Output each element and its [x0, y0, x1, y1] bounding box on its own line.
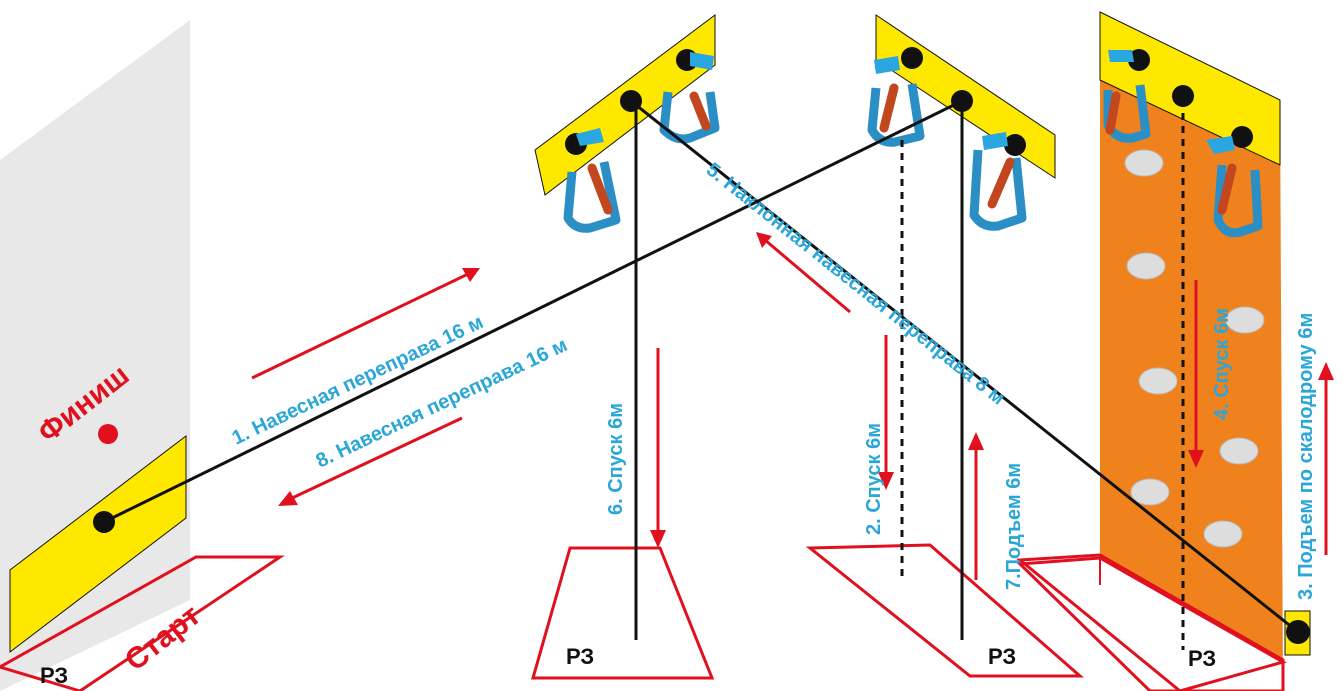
climbing-hold	[1130, 478, 1170, 506]
zone-label-6: РЗ	[566, 644, 594, 669]
zone-label-3-4: РЗ	[1188, 646, 1216, 671]
direction-arrows	[251, 232, 1334, 580]
stage-7-label: 7.Подъем 6м	[1003, 463, 1025, 590]
climbing-wall	[1100, 20, 1283, 691]
arrow-incline-traverse	[764, 238, 851, 314]
zone-2-7	[805, 543, 1084, 678]
arrow-traverse-return	[287, 416, 463, 502]
climbing-hold	[1225, 306, 1265, 334]
zone-3-4	[1016, 556, 1287, 691]
start-zone	[0, 555, 285, 691]
zone-6	[531, 546, 715, 680]
climbing-hold	[1138, 367, 1178, 395]
finish-marker-dot	[98, 424, 118, 444]
climbing-holds	[1124, 149, 1265, 548]
zone-label-2-7: РЗ	[988, 644, 1016, 669]
stage-4-label: 4. Спуск 6м	[1211, 308, 1233, 420]
carabiner-icon	[969, 149, 1027, 231]
bolt-icon	[1231, 126, 1253, 148]
sling-icon	[576, 128, 604, 146]
bolt-icon	[901, 47, 923, 69]
rope-traverse-16m	[103, 99, 963, 524]
stage-2-label: 2. Спуск 6м	[863, 423, 885, 535]
carabiner-icon	[1213, 164, 1263, 238]
bolt-icon	[1128, 49, 1150, 71]
sling-icon	[1108, 50, 1134, 62]
bolt-icon	[1172, 85, 1194, 107]
climbing-hold	[1219, 437, 1259, 465]
carabiner-icon	[563, 161, 621, 233]
left-anchor-plate	[9, 434, 187, 654]
stage-6-label: 6. Спуск 6м	[605, 403, 627, 515]
sling-icon	[982, 132, 1008, 150]
rope-incline-traverse-8m	[630, 99, 1299, 634]
stage-1-label: 1. Навесная переправа 16 м	[229, 311, 487, 449]
sling-icon	[1206, 136, 1235, 154]
sling-icon	[874, 56, 900, 74]
zone-label-start: РЗ	[40, 663, 68, 688]
climbing-hold	[1124, 149, 1164, 177]
sling-icon	[690, 52, 714, 70]
arrow-traverse-forward	[251, 272, 469, 380]
climbing-wall-base	[1016, 553, 1285, 691]
stage-3-label: 3. Подъем по скалодрому 6м	[1295, 313, 1317, 600]
bolt-icon	[1004, 134, 1026, 156]
climbing-hold	[1203, 520, 1243, 548]
climbing-hold	[1126, 252, 1166, 280]
